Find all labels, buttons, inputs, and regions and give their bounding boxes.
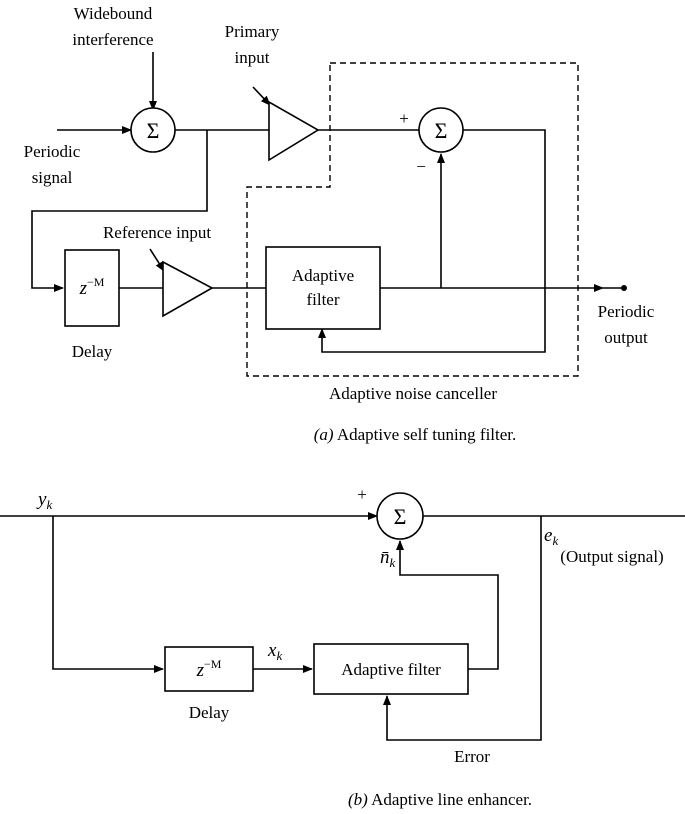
tap-to-delay-wire-b [52, 516, 164, 673]
primary-input-label-line2: input [235, 48, 270, 67]
periodic-signal-label-line2: signal [32, 168, 73, 187]
delay-symbol-a: z−M [79, 275, 105, 299]
yk-label: yk [36, 489, 52, 512]
adaptive-filter-label-line2: filter [306, 290, 339, 309]
canceller-sum-symbol: Σ [435, 118, 448, 143]
minus-sign: − [416, 157, 426, 176]
canceller-label: Adaptive noise canceller [329, 384, 497, 403]
periodic-output-label-line2: output [604, 328, 648, 347]
ek-label: ek [544, 525, 558, 548]
caption-b: (b) Adaptive line enhancer. [348, 790, 532, 809]
error-feedback-loop [318, 129, 546, 353]
primary-input-label-line1: Primary [225, 22, 280, 41]
delay-label-b: Delay [189, 703, 230, 722]
adaptive-filter-block-a [265, 246, 381, 330]
periodic-output-label-line1: Periodic [598, 302, 655, 321]
adaptive-filter-label-b: Adaptive filter [341, 660, 441, 679]
delay-block-a [64, 249, 120, 327]
reference-input-label: Reference input [103, 223, 211, 242]
filter-to-sum-arrow-b [396, 540, 499, 670]
panel-b: yk + Σ ek (Output signal) z−M Delay xk A… [0, 485, 685, 809]
caption-a: (a) Adaptive self tuning filter. [314, 425, 517, 444]
output-signal-label: (Output signal) [560, 547, 663, 566]
adaptive-noise-canceller-boundary [246, 62, 579, 377]
adaptive-filter-block-b [313, 643, 469, 695]
panel-a: Widebound interference Primary input Per… [24, 4, 655, 444]
primary-pointer-arrow [252, 86, 271, 106]
enhancer-sum-symbol: Σ [394, 504, 407, 529]
plus-sign-b: + [357, 485, 367, 504]
delay-label-a: Delay [72, 342, 113, 361]
reference-amplifier [162, 260, 214, 318]
error-feedback-loop-b [383, 516, 542, 741]
plus-sign: + [399, 109, 409, 128]
nk-label: n̄k [380, 547, 396, 570]
adaptive-filter-label-line1: Adaptive [292, 266, 354, 285]
input-sum-symbol: Σ [147, 118, 160, 143]
reference-pointer-arrow [149, 248, 165, 272]
periodic-signal-label-line1: Periodic [24, 142, 81, 161]
primary-amplifier [268, 100, 320, 162]
delay-symbol-b: z−M [196, 657, 222, 681]
wideband-label-line2: interference [72, 30, 153, 49]
wideband-label-line1: Widebound [74, 4, 153, 23]
delay-block-b [164, 646, 254, 692]
xk-label: xk [267, 640, 282, 663]
tap-to-delay-wire [31, 130, 208, 292]
error-label: Error [454, 747, 490, 766]
